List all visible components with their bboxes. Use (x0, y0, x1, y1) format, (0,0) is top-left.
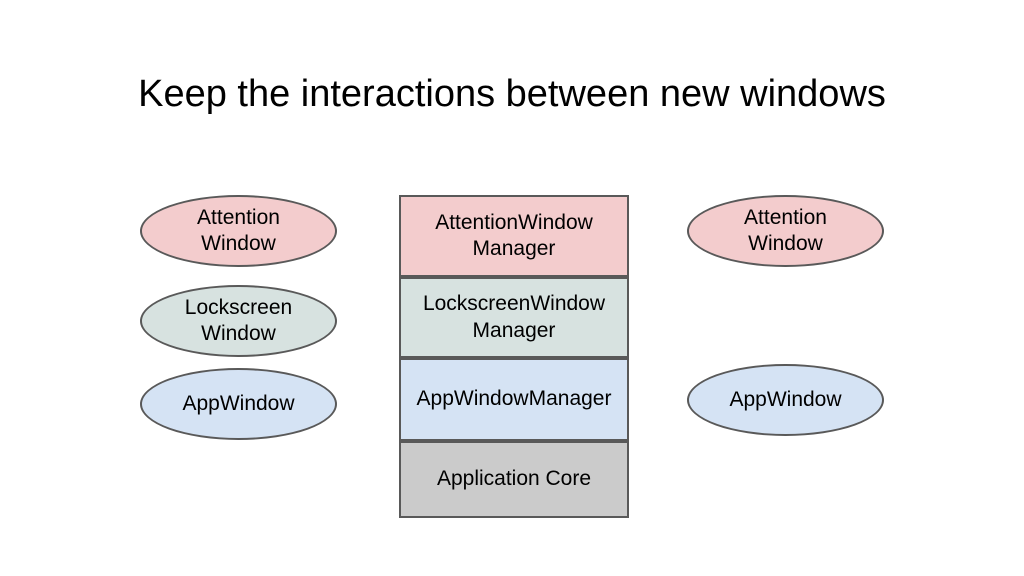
attention-window-ellipse-left: Attention Window (140, 195, 337, 267)
app-window-ellipse-right: AppWindow (687, 364, 884, 436)
application-core-box: Application Core (399, 441, 629, 518)
shape-label: AppWindowManager (416, 387, 612, 411)
shape-label: Attention Window (744, 205, 827, 255)
shape-label: Application Core (436, 467, 592, 491)
shape-label: AttentionWindow Manager (435, 210, 593, 260)
attention-window-manager-box: AttentionWindow Manager (399, 195, 629, 277)
attention-window-ellipse-right: Attention Window (687, 195, 884, 267)
shape-label: Attention Window (197, 205, 280, 255)
shape-label: AppWindow (729, 387, 842, 411)
shape-label: LockscreenWindow Manager (422, 292, 606, 342)
shape-label: Lockscreen Window (184, 295, 293, 345)
lockscreen-window-manager-box: LockscreenWindow Manager (399, 277, 629, 358)
app-window-manager-box: AppWindowManager (399, 358, 629, 441)
shape-label: AppWindow (182, 391, 295, 415)
lockscreen-window-ellipse-left: Lockscreen Window (140, 285, 337, 357)
app-window-ellipse-left: AppWindow (140, 368, 337, 440)
slide-title: Keep the interactions between new window… (138, 73, 886, 115)
